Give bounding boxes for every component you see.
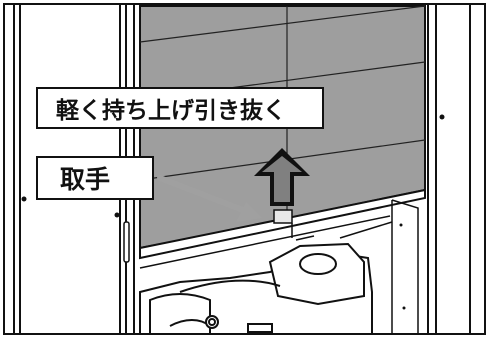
instruction-label: 軽く持ち上げ引き抜く (36, 87, 324, 129)
water-tank (139, 242, 373, 335)
tray-rail-shadow (139, 215, 391, 269)
cabinet-right-wall (427, 4, 471, 334)
handle-label: 取手 (36, 156, 154, 200)
tray-handle (273, 209, 293, 224)
tray-rail (139, 188, 426, 260)
hinge-dots (21, 114, 445, 310)
pointer-arrow-icon (157, 175, 262, 222)
cabinet-interior (295, 199, 419, 334)
door-handle (123, 221, 130, 263)
up-arrow-icon (254, 148, 310, 206)
